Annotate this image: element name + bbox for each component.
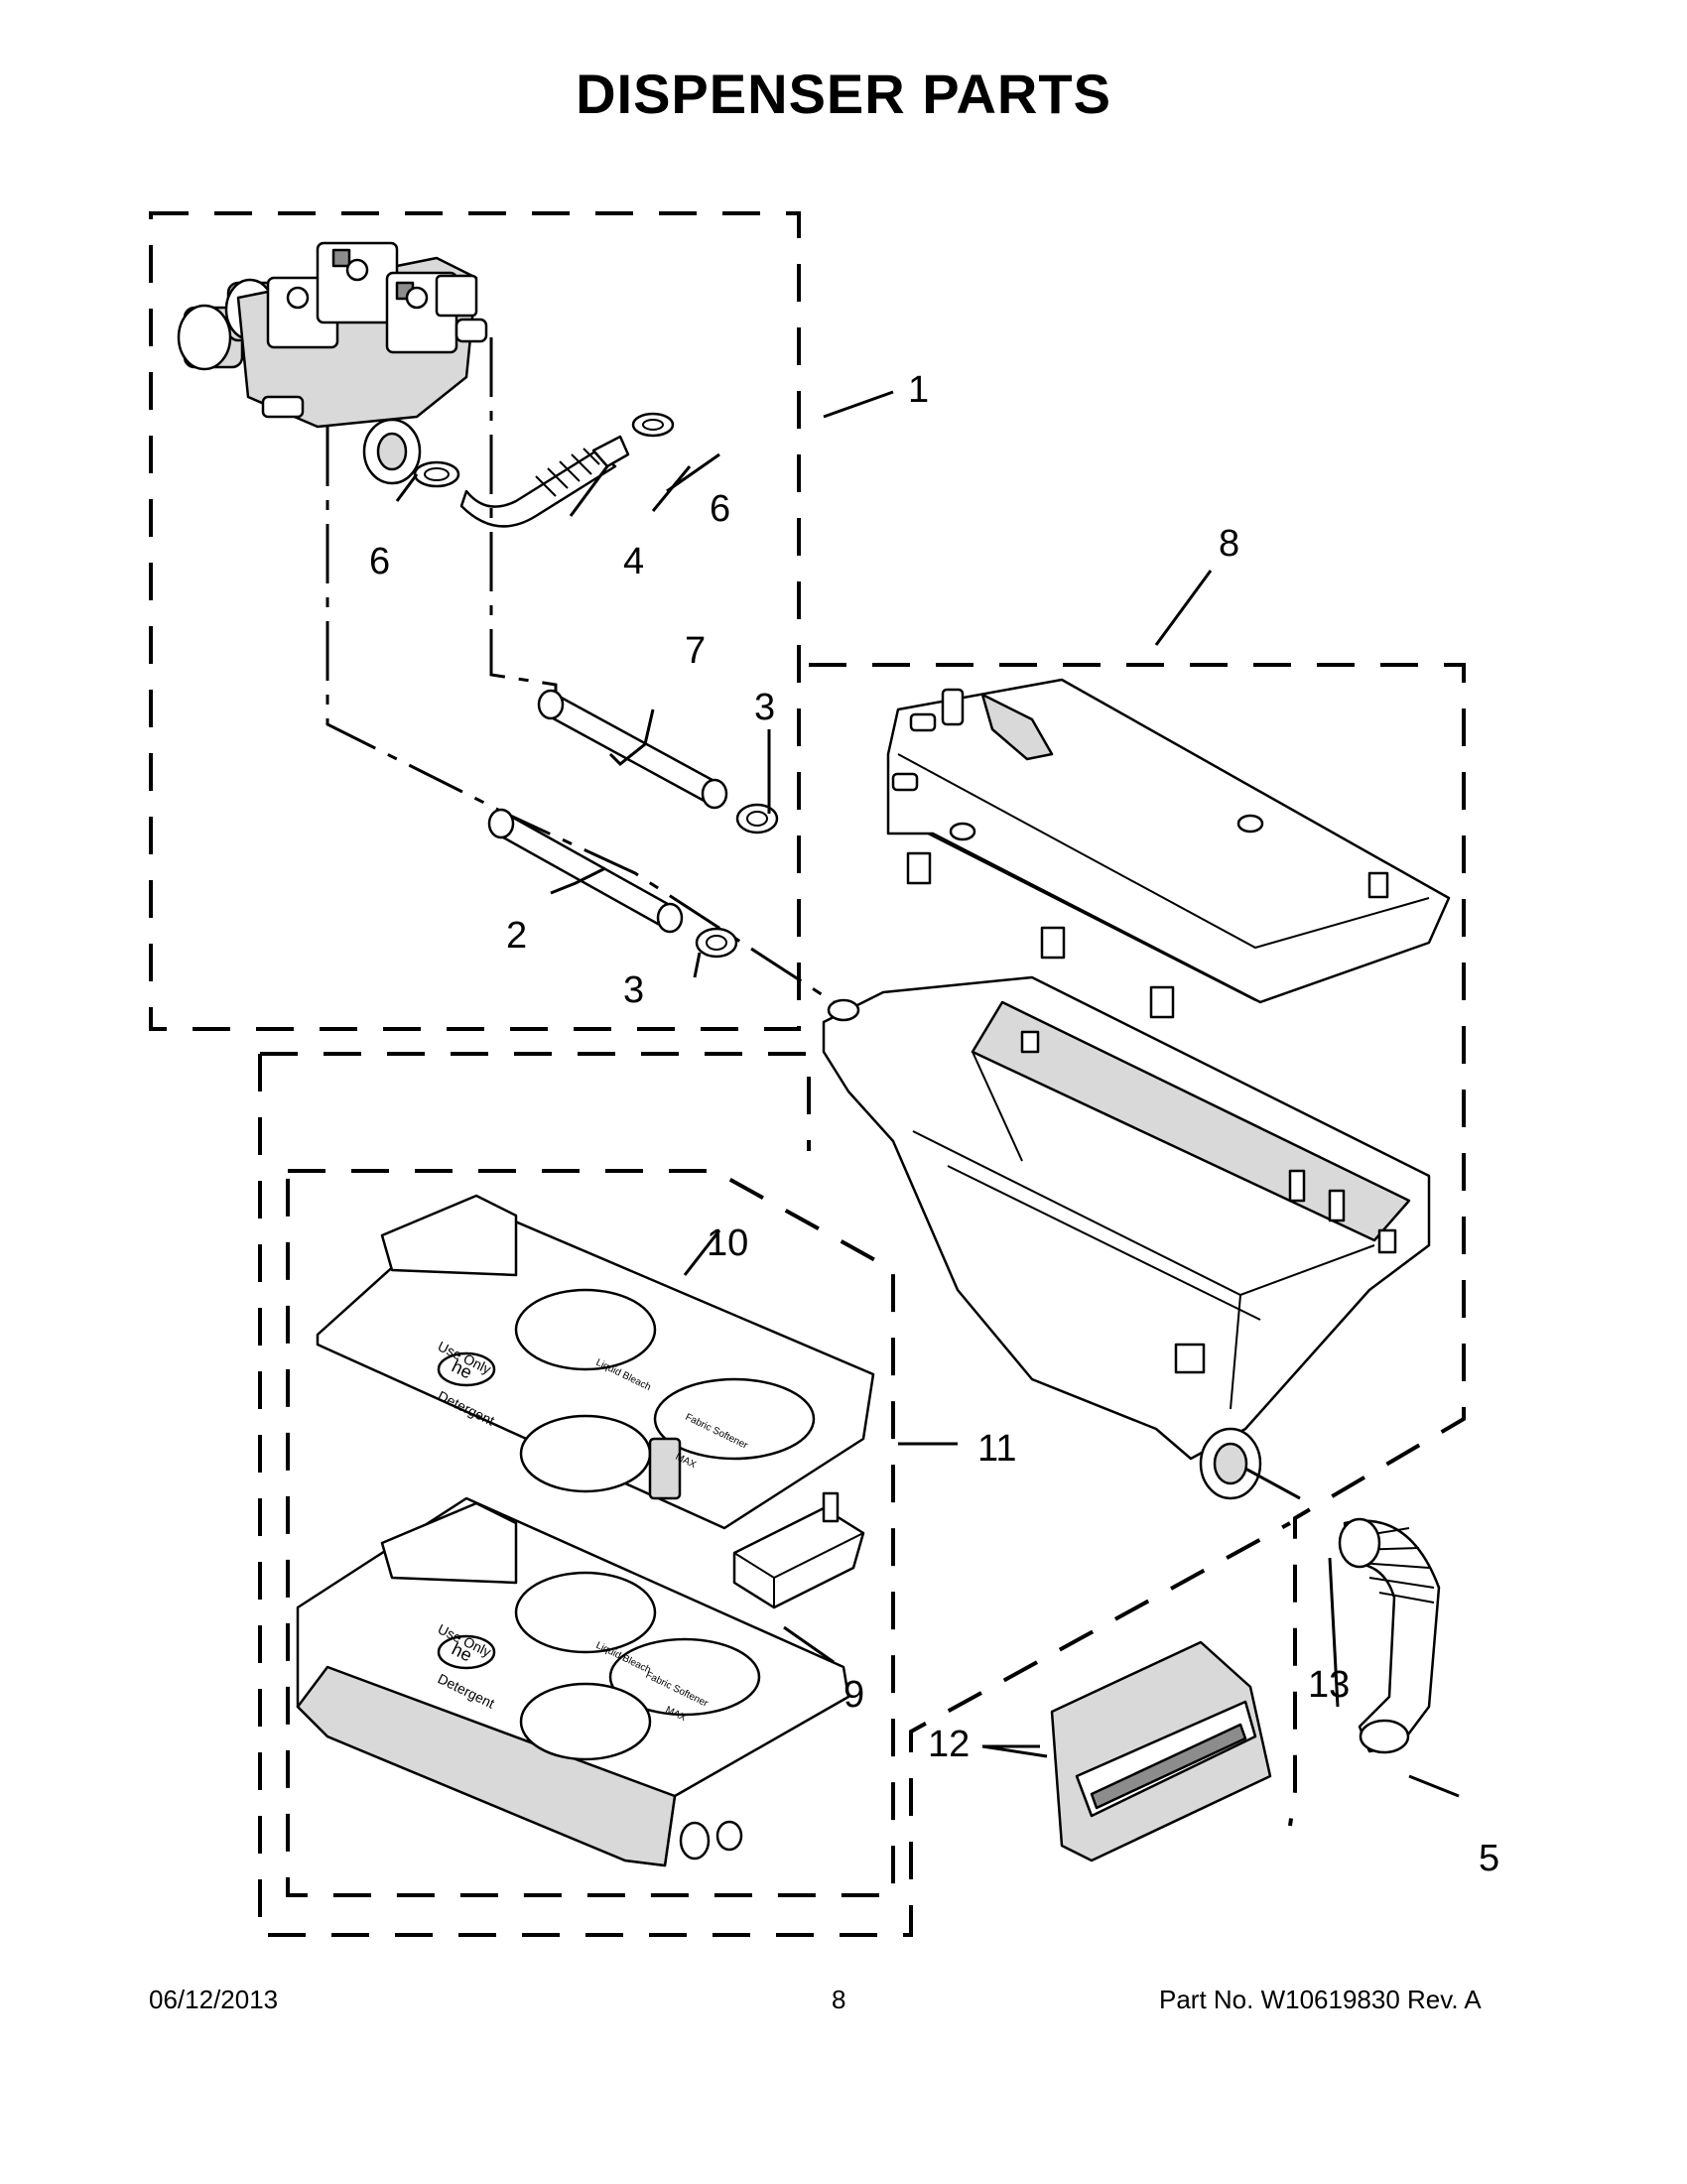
footer-part-number: Part No. W10619830 Rev. A [1159,1985,1482,2014]
drawer-handle [1050,1640,1272,1863]
assembly-box-drawer-inner [286,1169,895,1897]
callout-3-lower: 3 [623,969,644,1011]
callout-6-left: 6 [369,541,390,582]
callout-2: 2 [506,915,527,957]
callout-13: 13 [1308,1664,1350,1706]
water-valve [177,241,488,485]
callout-8: 8 [1219,523,1239,565]
callout-9: 9 [844,1674,864,1716]
dispenser-cover [886,678,1451,1019]
callout-6-right: 6 [710,488,730,530]
clamp-6-right [631,412,675,438]
dispenser-housing [822,975,1431,1500]
footer-date: 06/12/2013 [149,1985,279,2014]
callout-10: 10 [707,1222,748,1264]
clamp-3-lower [695,927,738,959]
dispenser-drawer: he Use Only Detergent Liquid Bleach Fabr… [296,1496,850,1867]
callout-7: 7 [685,630,706,672]
clamp-3-upper [735,803,779,835]
assembly-box-valve [149,211,801,1031]
callout-3-upper: 3 [754,687,775,728]
drawer-insert: he Use Only Detergent Liquid Bleach Fabr… [316,1194,875,1530]
assembly-box-dispenser [809,663,1466,1827]
assembly-box-drawer-outer [258,1052,1291,1937]
page-title: DISPENSER PARTS [576,63,1111,125]
bellows-hose [1338,1517,1441,1754]
callout-5: 5 [1479,1838,1499,1879]
callout-11: 11 [977,1428,1016,1470]
hose-7 [537,689,728,810]
callout-4: 4 [623,541,644,582]
leader-lines [395,390,1460,1798]
powder-cup [732,1491,865,1609]
footer-page-number: 8 [832,1985,846,2014]
hose-2 [487,808,684,934]
clamp-6-left [413,460,460,488]
callout-1: 1 [908,369,929,411]
hose-4 [459,435,630,528]
hose-route-upper [489,337,558,695]
callout-12: 12 [928,1724,970,1765]
